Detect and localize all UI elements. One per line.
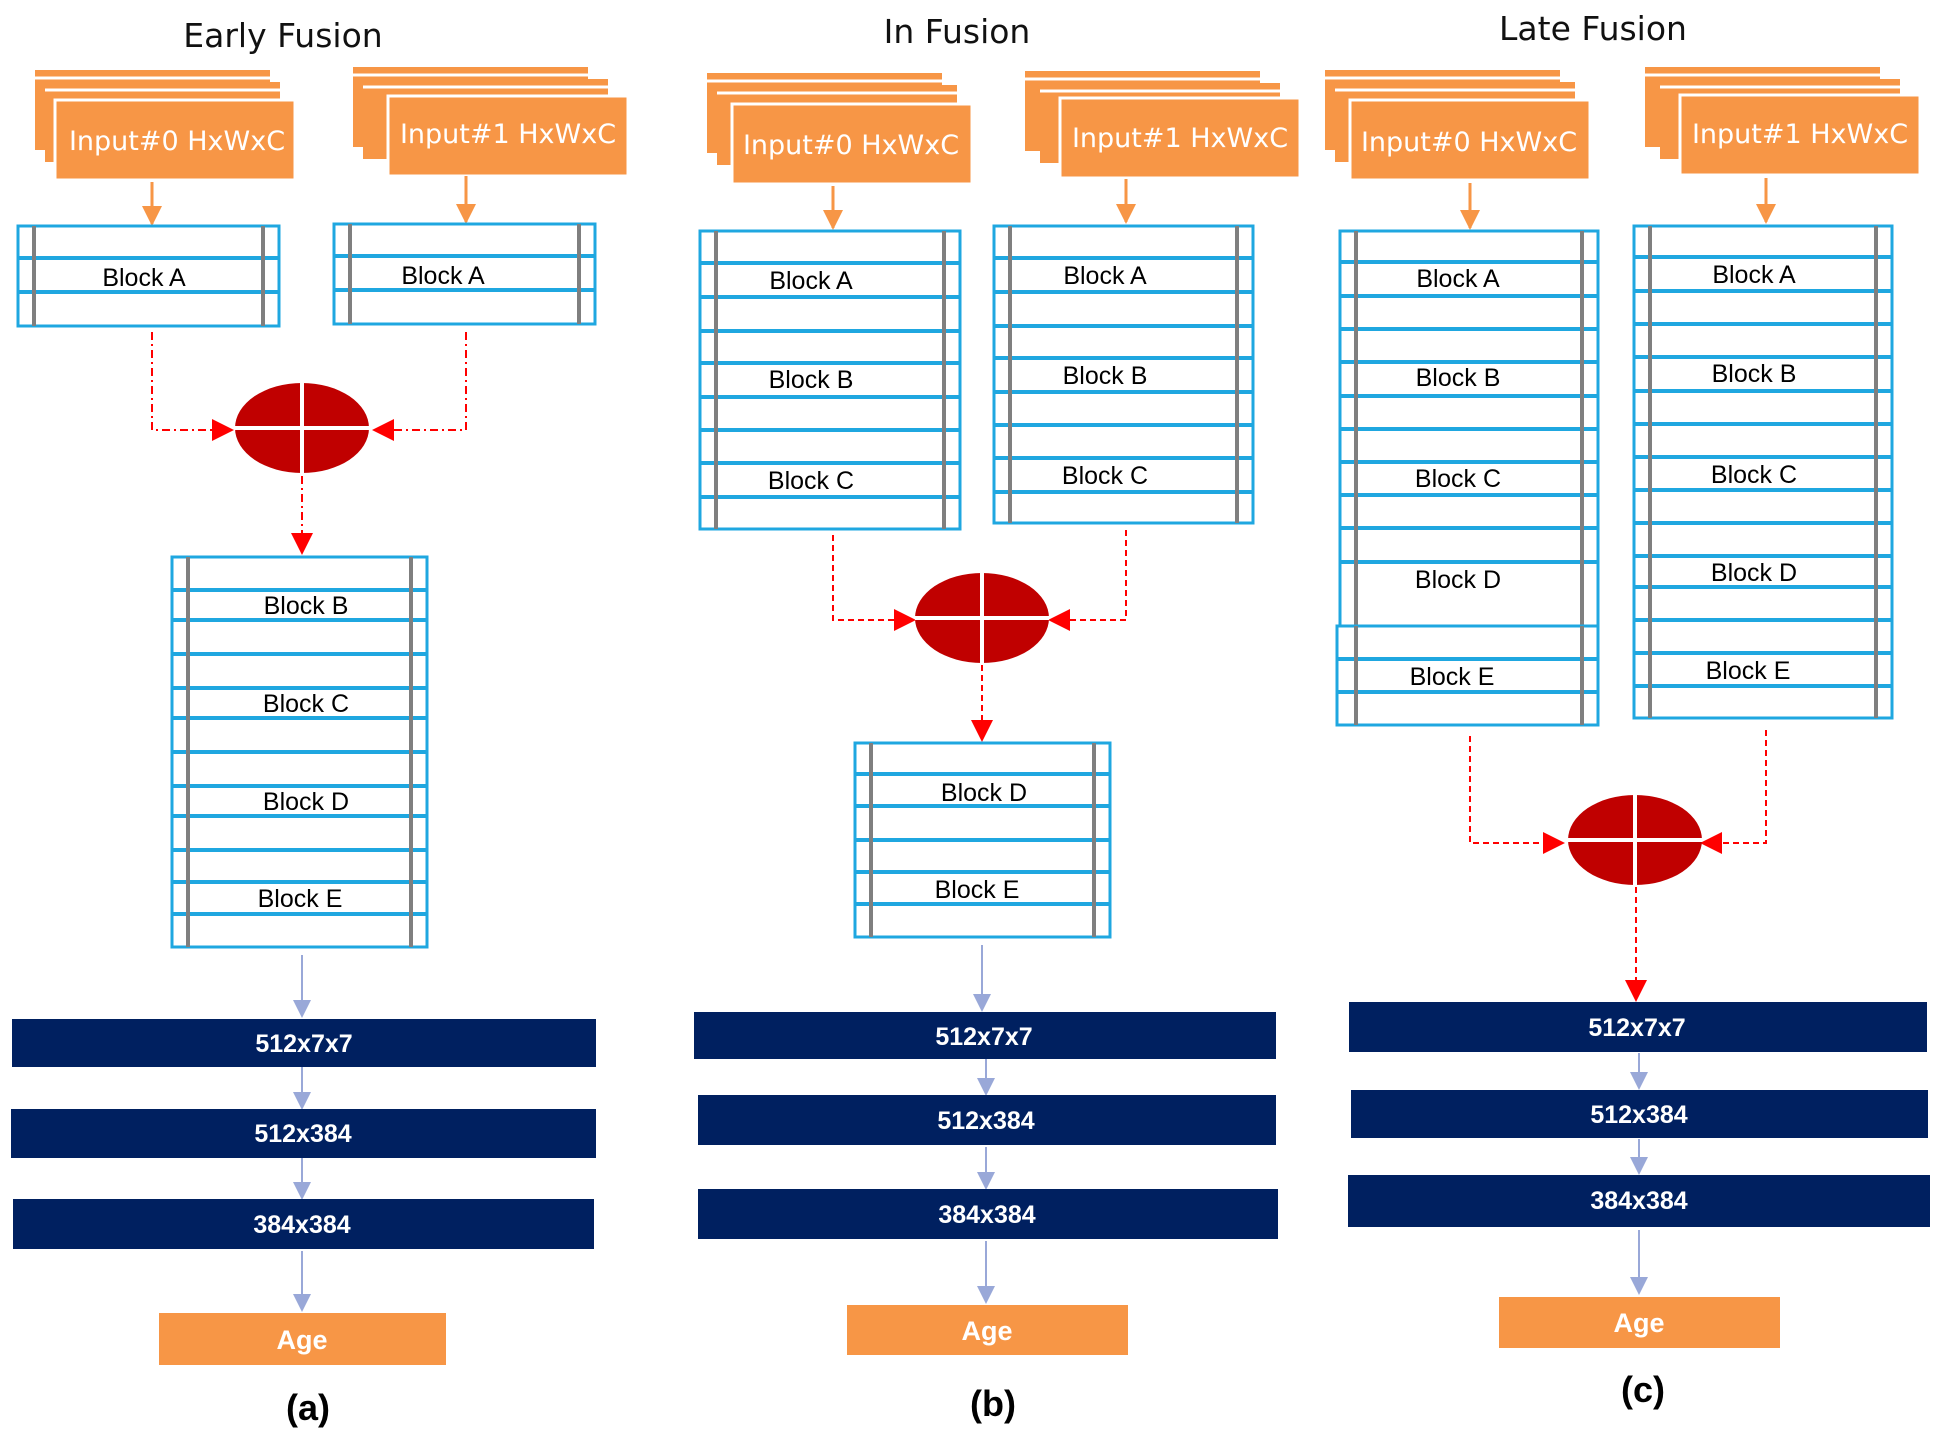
input-1-label: Input#1 HxWxC — [1692, 119, 1908, 150]
input-1-stack: Input#1 HxWxC — [353, 67, 630, 178]
age-output-box — [1499, 1297, 1780, 1348]
block-label: Block B — [1416, 364, 1501, 392]
input-1-stack: Input#1 HxWxC — [1025, 71, 1302, 180]
block-label: Block C — [1062, 462, 1148, 490]
input-0-stack: Input#0 HxWxC — [1325, 70, 1592, 182]
branch-0-block-stack: Block A Block B Block C Block D — [1338, 229, 1600, 628]
panel-caption: (b) — [970, 1383, 1016, 1424]
panel-title: Early Fusion — [183, 16, 382, 55]
input-1-label: Input#1 HxWxC — [400, 119, 616, 150]
dense-layer-3 — [13, 1199, 594, 1249]
branch-1-block-stack: Block A — [332, 222, 597, 326]
panel-early-fusion: Early Fusion Input#0 HxWxC Input#1 HxWxC — [11, 16, 630, 1428]
output-label: Age — [1613, 1308, 1664, 1338]
panel-late-fusion: Late Fusion Input#0 HxWxC Input#1 HxWxC — [1325, 9, 1930, 1410]
dense-layer-1 — [12, 1019, 596, 1067]
block-label: Block D — [1711, 559, 1797, 587]
dense-layer-2 — [11, 1109, 596, 1158]
block-label: Block C — [263, 690, 349, 718]
block-label: Block E — [935, 876, 1020, 904]
block-label: Block E — [258, 885, 343, 913]
block-label: Block D — [263, 788, 349, 816]
input-0-label: Input#0 HxWxC — [69, 126, 285, 157]
layer-label: 512x7x7 — [935, 1023, 1032, 1051]
fusion-arrow-right — [372, 332, 467, 441]
panel-caption: (c) — [1621, 1369, 1665, 1410]
input-1-stack: Input#1 HxWxC — [1645, 67, 1922, 177]
block-label: Block B — [1712, 360, 1797, 388]
input-1-label: Input#1 HxWxC — [1072, 123, 1288, 154]
layer-label: 384x384 — [1590, 1187, 1687, 1215]
dense-layer-1 — [694, 1012, 1276, 1059]
branch-0-block-stack: Block A — [16, 224, 281, 328]
dense-layer-1 — [1349, 1002, 1927, 1052]
block-label: Block A — [1416, 265, 1500, 293]
input-0-stack: Input#0 HxWxC — [707, 73, 974, 186]
block-label: Block B — [769, 366, 854, 394]
fusion-arrow-left — [832, 535, 916, 631]
branch-0-block-e: Block E — [1335, 624, 1600, 727]
layer-label: 384x384 — [253, 1211, 350, 1239]
block-label: Block E — [1706, 657, 1791, 685]
layer-label: 512x384 — [1590, 1101, 1687, 1129]
block-label: Block C — [1415, 465, 1501, 493]
dense-layer-2 — [698, 1095, 1276, 1145]
dense-layer-3 — [1348, 1175, 1930, 1227]
block-label: Block D — [941, 779, 1027, 807]
block-label: Block E — [1410, 663, 1495, 691]
panel-title: In Fusion — [884, 12, 1031, 51]
panel-title: Late Fusion — [1499, 9, 1687, 48]
layer-label: 512x384 — [254, 1120, 351, 1148]
layer-label: 384x384 — [938, 1201, 1035, 1229]
layer-label: 512x384 — [937, 1107, 1034, 1135]
dense-layer-3 — [698, 1189, 1278, 1239]
block-label: Block A — [401, 262, 485, 290]
input-0-stack: Input#0 HxWxC — [35, 70, 297, 182]
fusion-arrow-left — [1469, 736, 1565, 854]
fusion-arrow-right — [1048, 530, 1127, 631]
block-label: Block C — [1711, 461, 1797, 489]
panel-caption: (a) — [286, 1387, 330, 1428]
block-label: Block A — [1063, 262, 1147, 290]
block-label: Block C — [768, 467, 854, 495]
panel-in-fusion: In Fusion Input#0 HxWxC Input#1 HxWxC — [694, 12, 1302, 1424]
merged-block-stack: Block B Block C Block D Block E — [170, 555, 429, 949]
layer-label: 512x7x7 — [255, 1030, 352, 1058]
block-label: Block A — [769, 267, 853, 295]
fusion-arrow-right — [1700, 730, 1767, 854]
block-label: Block A — [102, 264, 186, 292]
branch-1-block-stack: Block A Block B Block C — [992, 224, 1255, 525]
output-label: Age — [961, 1316, 1012, 1346]
input-0-label: Input#0 HxWxC — [743, 130, 959, 161]
branch-1-block-stack: Block A Block B Block C Block D Block E — [1632, 224, 1894, 720]
input-0-label: Input#0 HxWxC — [1361, 127, 1577, 158]
block-label: Block B — [264, 592, 349, 620]
dense-layer-2 — [1351, 1090, 1928, 1138]
block-label: Block B — [1063, 362, 1148, 390]
merged-block-stack: Block D Block E — [853, 741, 1112, 939]
age-output-box — [847, 1305, 1128, 1355]
branch-0-block-stack: Block A Block B Block C — [698, 229, 962, 531]
block-label: Block A — [1712, 261, 1796, 289]
fusion-operator-icon — [915, 573, 1049, 663]
age-output-box — [159, 1313, 446, 1365]
fusion-operator-icon — [1568, 795, 1702, 885]
layer-label: 512x7x7 — [1588, 1014, 1685, 1042]
output-label: Age — [276, 1325, 327, 1355]
fusion-arrow-left — [151, 332, 234, 441]
block-label: Block D — [1415, 566, 1501, 594]
fusion-operator-icon — [235, 383, 369, 473]
